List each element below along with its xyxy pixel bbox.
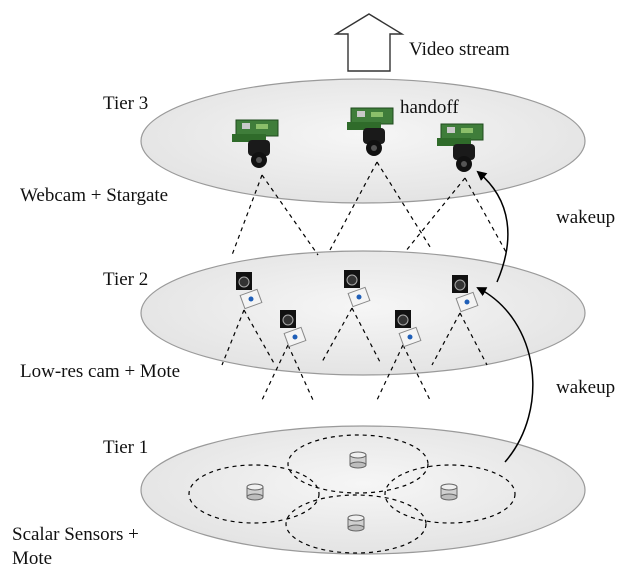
lowres-camera-mote-icon [236,272,263,310]
wakeup-arrow-tier1-to-tier2 [476,287,534,463]
stargate-webcam-icon [437,123,484,172]
lowres-camera-mote-icon [452,275,479,313]
tier3-plane [140,78,586,204]
wakeup-label-upper: wakeup [556,207,616,228]
up-arrow-icon [333,13,405,72]
tier3-title: Tier 3 [103,93,149,114]
tier2-device-label: Low-res cam + Mote [20,361,181,382]
tier1-device-label: Scalar Sensors + Mote [12,524,139,569]
stargate-webcam-icon [347,107,394,156]
tier1-plane [140,425,586,555]
handoff-label: handoff [400,97,459,118]
tier2-title: Tier 2 [103,269,149,290]
tier2-fov-lines [221,307,488,401]
wakeup-label-lower: wakeup [556,377,616,398]
tier3-device-label: Webcam + Stargate [20,185,169,206]
lowres-camera-mote-icon [395,310,422,348]
tier1-coverage-circles [188,434,516,554]
scalar-sensor-icon [440,483,458,501]
stargate-webcam-icon [232,119,279,168]
tier1-title: Tier 1 [103,437,149,458]
video-stream-label: Video stream [409,39,510,60]
tier3-fov-lines [231,161,507,256]
scalar-sensor-icon [246,483,264,501]
scalar-sensor-icon [349,451,367,469]
lowres-camera-mote-icon [280,310,307,348]
lowres-camera-mote-icon [344,270,371,308]
wakeup-arrow-tier2-to-tier3 [476,170,509,283]
tier2-plane [140,250,586,376]
scalar-sensor-icon [347,514,365,532]
